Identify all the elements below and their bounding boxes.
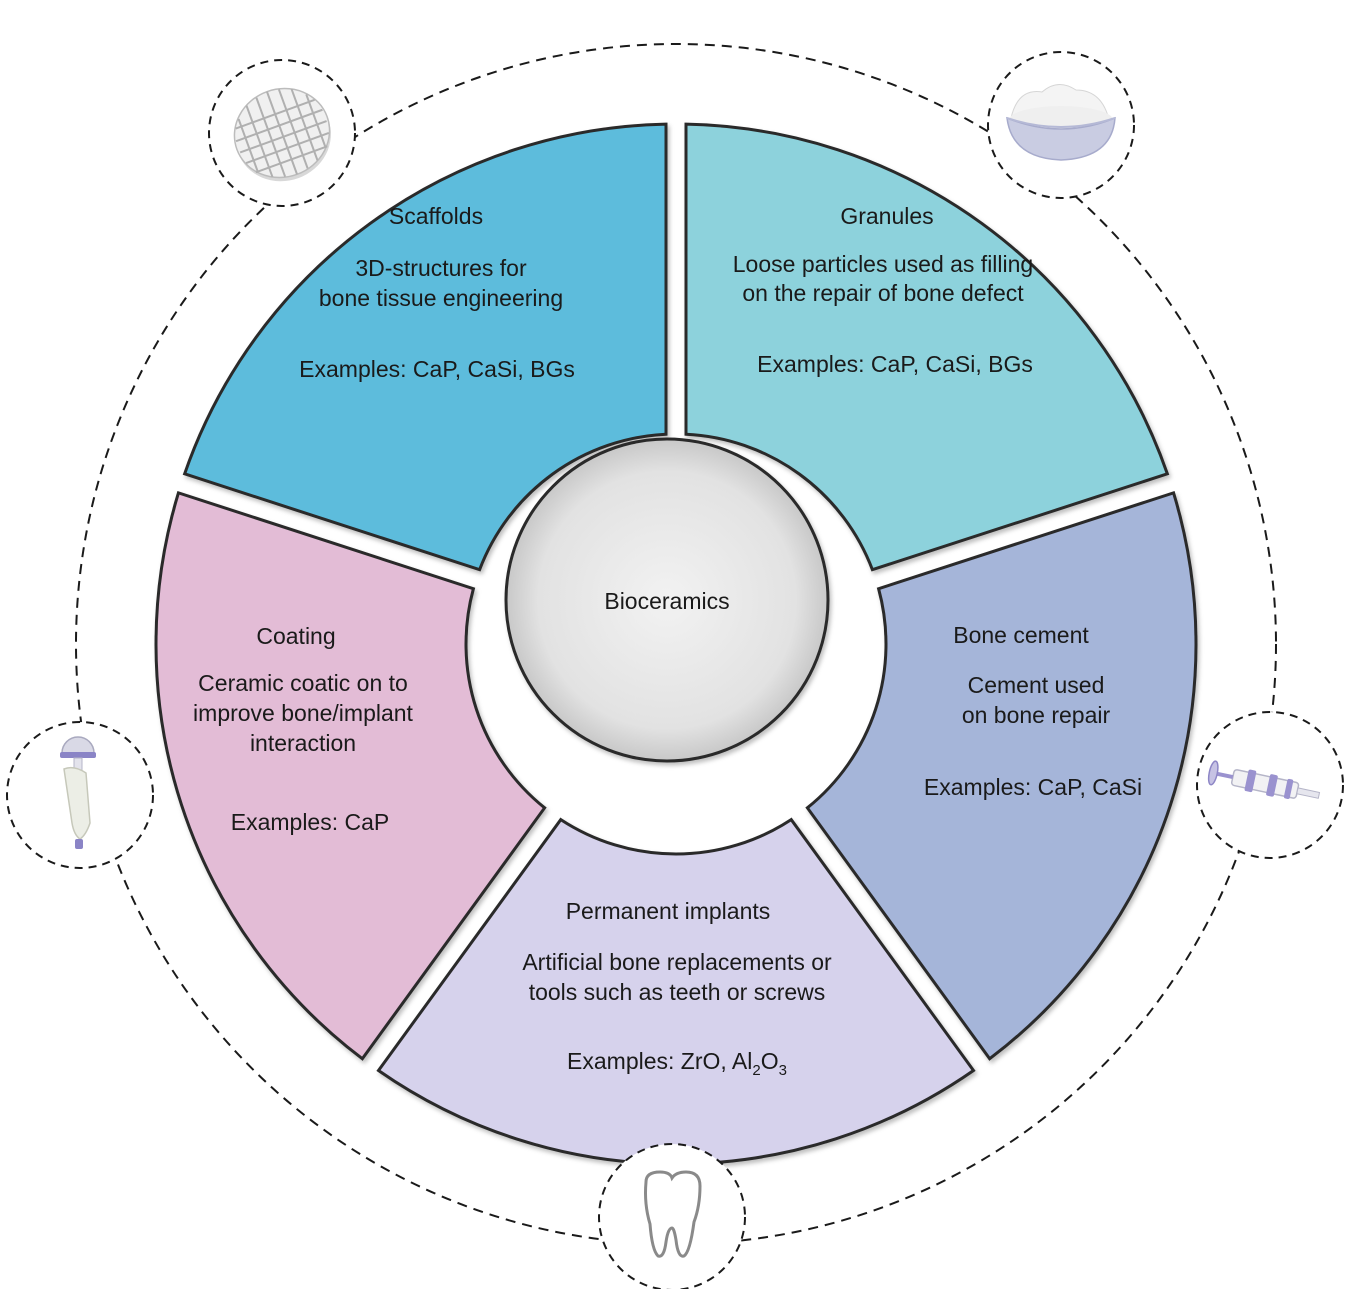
segment-examples: Examples: CaP, CaSi, BGs <box>299 356 575 382</box>
segment-description-line: improve bone/implant <box>193 700 414 726</box>
segment-description-line: on the repair of bone defect <box>742 280 1024 306</box>
segment-examples: Examples: CaP, CaSi <box>924 774 1142 800</box>
segment-title: Bone cement <box>953 622 1089 648</box>
segment-description-line: Loose particles used as filling <box>733 251 1033 277</box>
segment-description-line: on bone repair <box>962 702 1111 728</box>
segment-scaffolds <box>182 122 668 572</box>
cement-syringe-icon <box>1196 711 1344 859</box>
segment-granules <box>684 122 1170 572</box>
scaffold-lattice-icon <box>208 59 356 207</box>
segment-bone-cement-text: Bone cement Cement used on bone repair E… <box>924 622 1142 800</box>
examples-subscript: 3 <box>779 1062 787 1079</box>
segment-bone-cement <box>805 490 1198 1061</box>
examples-subscript: 2 <box>752 1062 760 1079</box>
segment-title: Permanent implants <box>566 898 771 924</box>
hip-implant-icon <box>6 721 154 869</box>
segment-coating-text: Coating Ceramic coatic on to improve bon… <box>193 623 414 835</box>
segment-permanent-implants-text: Permanent implants Artificial bone repla… <box>522 898 832 1079</box>
examples-mid: O <box>761 1048 779 1074</box>
segment-description-line: interaction <box>250 730 356 756</box>
segment-examples: Examples: CaP <box>231 809 390 835</box>
segment-description-line: tools such as teeth or screws <box>529 979 826 1005</box>
segment-examples: Examples: CaP, CaSi, BGs <box>757 351 1033 377</box>
center-circle <box>504 437 830 763</box>
segment-description-line: Ceramic coatic on to <box>198 670 408 696</box>
segment-description-line: Cement used <box>968 672 1105 698</box>
segment-title: Coating <box>256 623 335 649</box>
segment-coating <box>154 490 547 1061</box>
segment-title: Granules <box>840 203 933 229</box>
segment-scaffolds-text: Scaffolds 3D-structures for bone tissue … <box>299 203 575 382</box>
segment-granules-text: Granules Loose particles used as filling… <box>733 203 1033 377</box>
center-label: Bioceramics <box>604 588 729 614</box>
segment-description-line: 3D-structures for <box>355 255 527 281</box>
segment-examples: Examples: ZrO, Al2O3 <box>567 1048 787 1079</box>
examples-prefix: Examples: ZrO, Al <box>567 1048 752 1074</box>
center-hub: Bioceramics <box>504 437 830 763</box>
granules-bowl-icon <box>987 51 1135 199</box>
segments-layer <box>154 122 1198 1166</box>
segment-description-line: bone tissue engineering <box>319 285 563 311</box>
segment-permanent-implants <box>376 817 976 1166</box>
tooth-icon <box>598 1143 746 1289</box>
segment-description-line: Artificial bone replacements or <box>522 949 832 975</box>
segment-title: Scaffolds <box>389 203 483 229</box>
